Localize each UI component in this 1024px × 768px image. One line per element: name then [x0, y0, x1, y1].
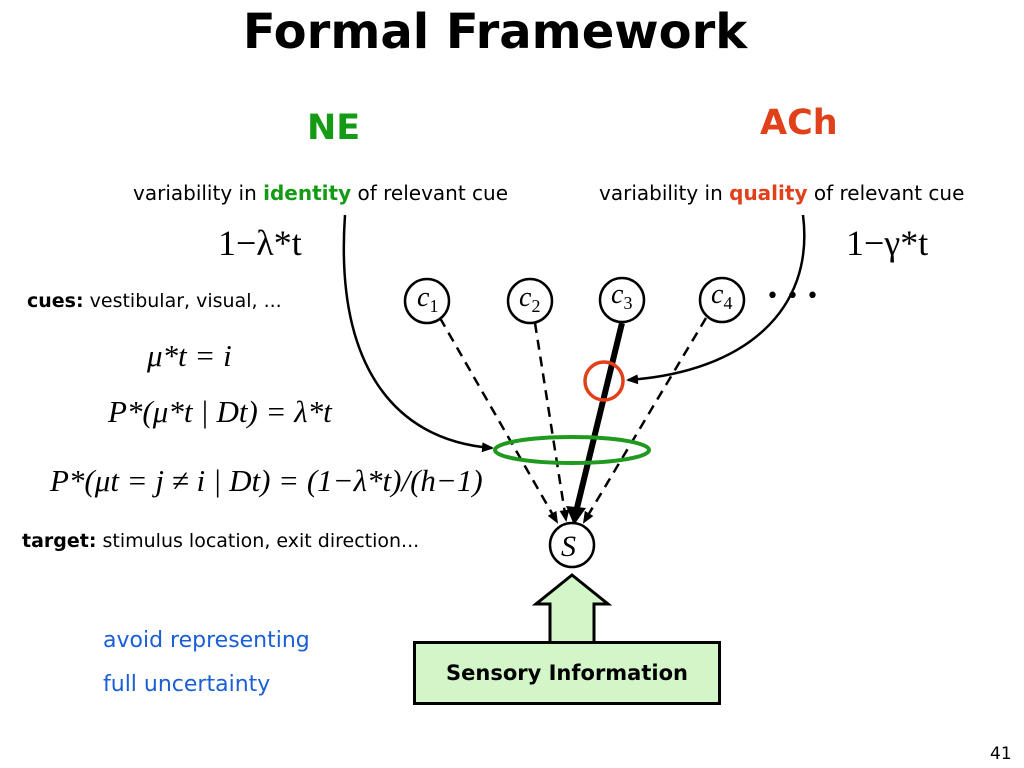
note-line-1: avoid representing [103, 628, 310, 653]
cue-node-c1: c1 [403, 277, 451, 325]
ach-description-key: quality [729, 181, 808, 205]
sensory-up-arrow [531, 573, 613, 645]
target-line: target: stimulus location, exit directio… [22, 530, 420, 552]
ne-target-ellipse [493, 435, 651, 465]
ach-heading: ACh [760, 103, 838, 143]
edge-c4-s [582, 317, 708, 524]
cue-node-c2: c2 [506, 277, 554, 325]
svg-text:c1: c1 [417, 282, 438, 316]
ach-arrow [626, 214, 806, 385]
edge-c2-s [533, 322, 570, 522]
cue-node-c3: c3 [598, 276, 646, 324]
edge-c3-arrowhead [566, 506, 586, 525]
ach-formula: 1−γ*t [846, 223, 929, 263]
svg-text:c2: c2 [519, 282, 540, 316]
ne-arrow [342, 214, 494, 453]
equation-1: μ*t = i [147, 338, 232, 373]
page-number: 41 [990, 744, 1012, 764]
svg-text:S: S [561, 530, 576, 563]
ne-heading: NE [307, 108, 361, 148]
ach-target-circle [583, 360, 625, 402]
cue-node-c4: c4 [698, 276, 746, 324]
sensory-information-box: Sensory Information [413, 641, 721, 705]
cues-line: cues: vestibular, visual, ... [27, 290, 282, 312]
sensory-information-label: Sensory Information [446, 661, 688, 685]
cue-ellipsis: • • • [766, 284, 819, 309]
ne-description-key: identity [263, 181, 352, 205]
note-line-2: full uncertainty [103, 672, 271, 697]
svg-text:c4: c4 [711, 279, 732, 313]
equation-2: P*(μ*t | Dt) = λ*t [108, 394, 332, 429]
ach-description: variability in quality of relevant cue [599, 181, 965, 205]
edge-c3-s [573, 322, 625, 513]
stimulus-node: S [548, 521, 596, 569]
equation-3: P*(μt = j ≠ i | Dt) = (1−λ*t)/(h−1) [50, 463, 483, 498]
page-title: Formal Framework [242, 4, 748, 60]
edge-c1-s [438, 317, 559, 524]
ne-description: variability in identity of relevant cue [133, 181, 509, 205]
ne-formula: 1−λ*t [218, 223, 302, 263]
svg-text:c3: c3 [611, 279, 632, 313]
